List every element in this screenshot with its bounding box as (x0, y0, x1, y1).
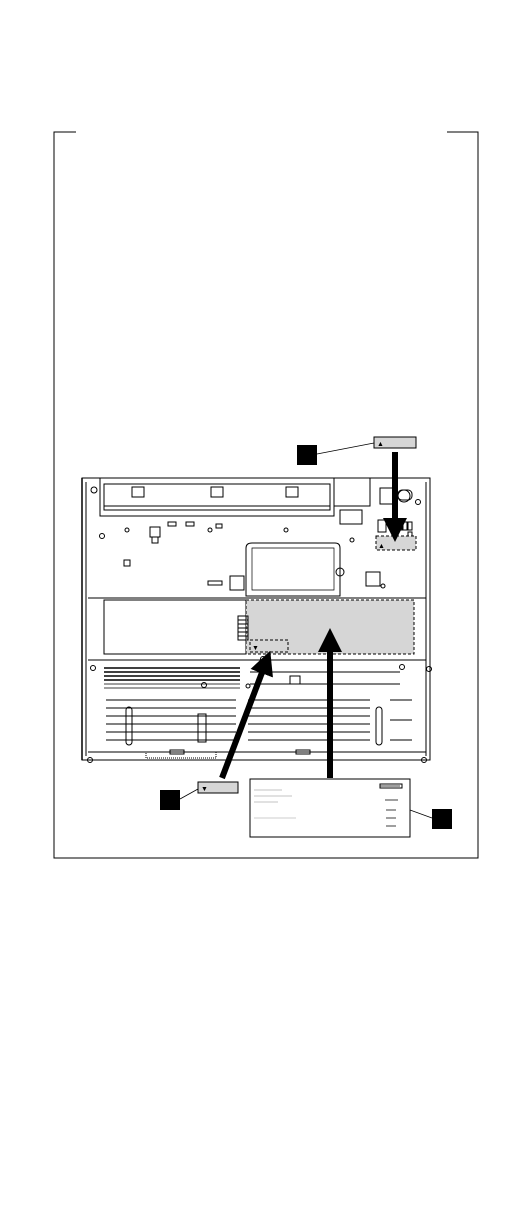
callout-2-box (160, 789, 198, 810)
inner-label-marker: ▲ (378, 543, 385, 550)
base-cover-drawing (82, 478, 432, 763)
figure-border (54, 132, 478, 858)
label-a-sticker: ▲ (374, 437, 416, 448)
callout-1-box (297, 443, 374, 465)
callout-3-box (410, 809, 452, 829)
inner-label-b-marker: ▼ (252, 645, 259, 652)
label-b-sticker: ▼ (198, 782, 238, 793)
label-c-sticker (250, 779, 410, 837)
svg-text:▲: ▲ (377, 441, 384, 448)
svg-text:▼: ▼ (201, 786, 208, 793)
